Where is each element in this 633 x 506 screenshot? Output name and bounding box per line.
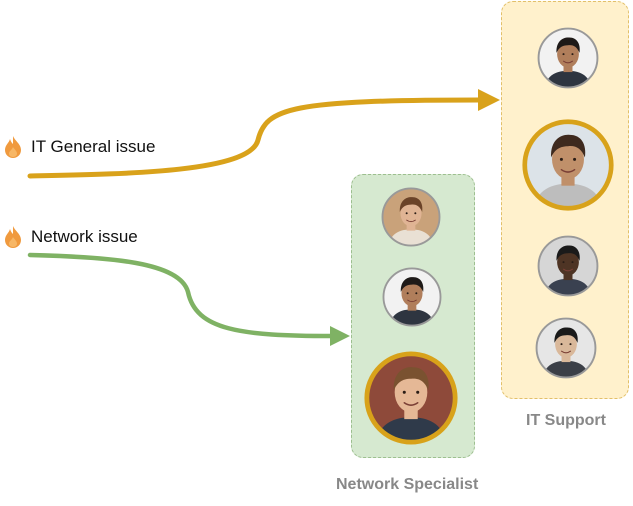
network-arrowhead — [330, 326, 350, 346]
issue-label: IT General issue — [31, 137, 156, 156]
avatar[interactable] — [380, 186, 442, 248]
avatar[interactable] — [534, 316, 598, 380]
network-specialist-label: Network Specialist — [336, 476, 479, 493]
issue-network[interactable]: Network issue — [3, 225, 138, 249]
avatar[interactable] — [381, 266, 443, 328]
flame-icon — [5, 136, 21, 158]
avatar[interactable] — [536, 26, 600, 90]
avatar[interactable] — [521, 118, 615, 212]
issue-label: Network issue — [31, 227, 138, 246]
it-general-arrowhead — [478, 89, 500, 111]
avatar[interactable] — [363, 350, 459, 446]
flame-icon — [5, 226, 21, 248]
network-arrow-line — [27, 252, 335, 339]
issue-it-general[interactable]: IT General issue — [3, 135, 155, 159]
it-support-label: IT Support — [526, 412, 606, 429]
avatar[interactable] — [536, 234, 600, 298]
it-general-arrow-line — [27, 97, 483, 179]
